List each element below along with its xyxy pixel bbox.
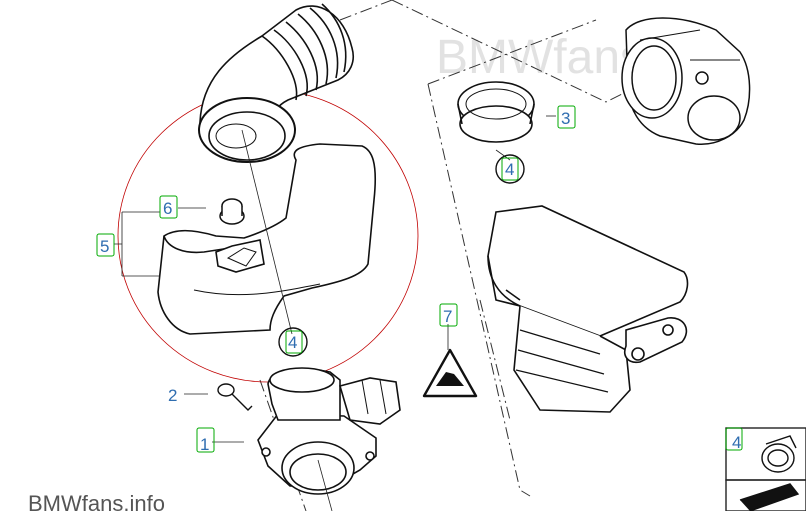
air-duct [157,143,377,335]
screw [217,383,253,411]
callout-3-label: 3 [561,109,570,128]
callout-5-label: 5 [100,237,109,256]
callout-4-mid-label: 4 [288,333,297,352]
callout-2-label: 2 [168,386,177,405]
callout-4-top-label: 4 [505,160,514,179]
callout-7-label: 7 [443,307,452,326]
callout-4-mid: 4 [278,327,308,357]
grommet [219,198,245,225]
callout-6: 6 [159,195,178,219]
callout-1: 1 [196,427,215,454]
callout-2: 2 [168,386,177,405]
leader-lines [114,115,556,511]
callout-1-label: 1 [200,435,209,454]
hose-clamp [725,427,806,511]
air-filter-housing [487,205,689,413]
callout-6-label: 6 [163,199,172,218]
watermark-bottom: BMWfans.info [28,491,165,511]
callout-3: 3 [557,105,576,129]
callout-4-side-label: 4 [732,433,741,452]
callout-4-top: 4 [495,154,525,184]
callout-5: 5 [96,233,115,257]
assembly-outline [259,0,627,511]
callout-4-side: 4 [725,427,743,452]
air-mass-meter [257,367,401,495]
bellows-hose [198,3,354,163]
callout-7: 7 [439,303,458,327]
throttle-valve [621,17,751,145]
clamp-ring [457,81,535,143]
warning-label [422,348,478,398]
